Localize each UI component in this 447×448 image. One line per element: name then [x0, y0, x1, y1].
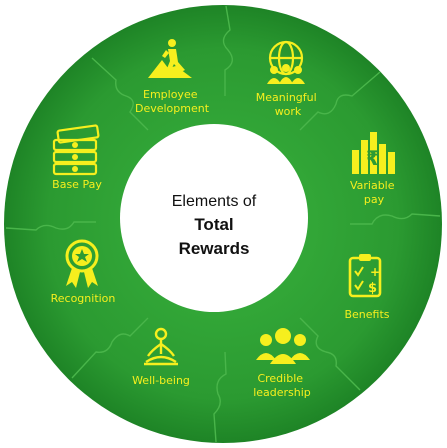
team-group-icon	[256, 328, 310, 364]
svg-text:$: $	[368, 281, 377, 296]
segment-label-well-being: Well-being	[132, 374, 190, 387]
segment-recognition: Recognition	[51, 239, 116, 305]
segment-variable-pay: ₹ Variable pay	[350, 132, 398, 206]
center-line-2: Total	[194, 215, 233, 234]
segment-label-benefits: Benefits	[344, 308, 389, 321]
meditation-icon	[144, 327, 178, 366]
center-line-1: Elements of	[172, 193, 257, 210]
segment-base-pay: Base Pay	[52, 124, 102, 191]
svg-text:+: +	[370, 265, 380, 279]
segment-label-credible-leadership: Credible leadership	[253, 372, 311, 399]
segment-seams	[5, 5, 441, 443]
svg-text:₹: ₹	[366, 146, 380, 170]
segment-employee-development: Employee Development	[135, 39, 210, 115]
money-stack-icon	[52, 124, 100, 176]
segment-well-being: Well-being	[132, 327, 190, 387]
segment-label-variable-pay: Variable pay	[350, 179, 398, 206]
hiker-on-hill-icon	[148, 39, 192, 78]
center-line-3: Rewards	[179, 239, 250, 258]
center-circle	[120, 124, 308, 312]
rupee-bar-chart-icon: ₹	[352, 132, 395, 174]
segment-meaningful-work: Meaningful work	[256, 40, 320, 118]
award-rosette-icon	[65, 239, 99, 288]
segment-label-meaningful-work: Meaningful work	[256, 91, 320, 118]
segment-credible-leadership: Credible leadership	[253, 328, 311, 399]
segment-label-base-pay: Base Pay	[52, 178, 102, 191]
segment-label-employee-development: Employee Development	[135, 88, 210, 115]
globe-with-people-icon	[267, 40, 305, 84]
clipboard-checklist-icon: + $	[348, 254, 382, 298]
segment-benefits: + $ Benefits	[344, 254, 390, 321]
segment-label-recognition: Recognition	[51, 292, 116, 305]
